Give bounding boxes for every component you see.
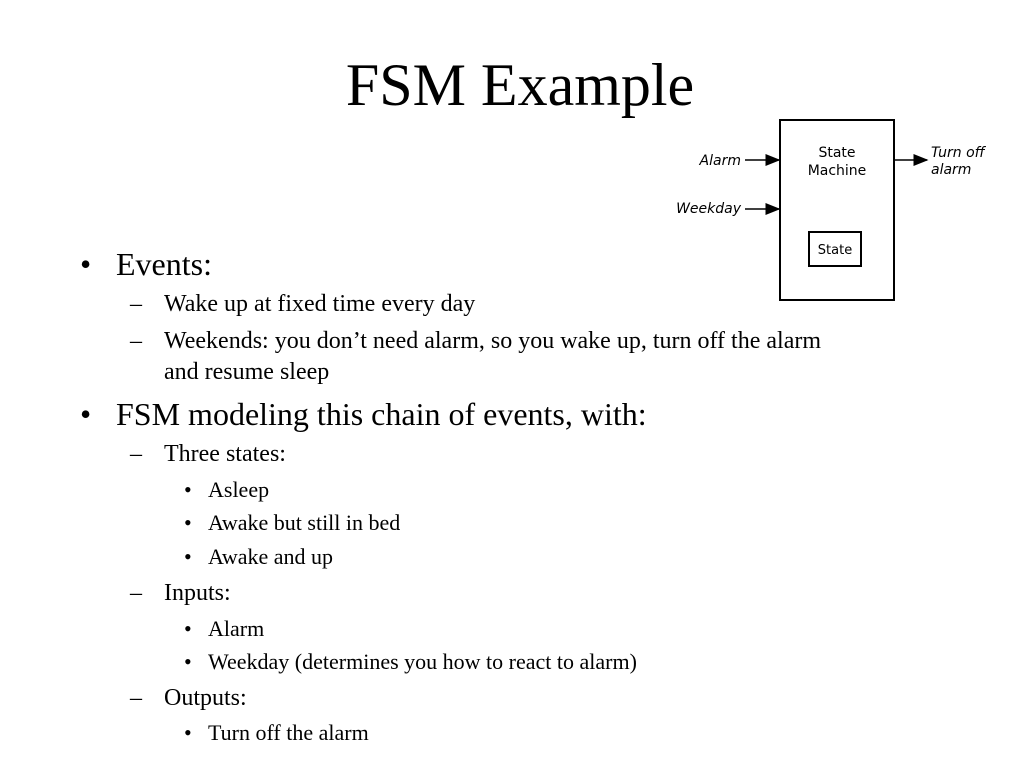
bullet-marker: • [184,544,192,569]
bullet-marker: • [80,396,92,432]
bullet-marker: • [184,616,192,641]
state-register-label: State [818,243,852,258]
bullet-text: Inputs: [164,580,231,606]
dash-marker: – [130,328,142,354]
bullet-text: Alarm [208,616,265,641]
bullet-marker: • [184,649,192,674]
bullet-text: Wake up at fixed time every day [164,291,476,317]
state-machine-diagram: State Machine State Alarm Weekday Turn o… [676,119,987,301]
bullet-text: Turn off the alarm [208,720,369,745]
output-label-line1: Turn off [931,145,987,161]
state-register-box [808,231,862,267]
bullet-text: Weekends: you don’t need alarm, so you w… [164,328,821,354]
slide-title: FSM Example [345,52,695,118]
dash-marker: – [130,685,142,711]
input-alarm-label: Alarm [699,153,741,169]
bullet-text: Weekday (determines you how to react to … [208,649,637,674]
output-label-line2: alarm [931,162,971,178]
state-machine-label-line2: Machine [808,163,867,179]
input-weekday-label: Weekday [676,201,742,217]
dash-marker: – [130,291,142,317]
bullet-text: Three states: [164,441,286,467]
bullet-marker: • [184,477,192,502]
bullet-marker: • [80,246,92,282]
bullet-text: Awake and up [208,544,334,569]
state-machine-label-line1: State [818,145,855,161]
bullet-text: FSM modeling this chain of events, with: [116,396,647,432]
bullet-marker: • [184,510,192,535]
bullet-text: Asleep [208,477,270,502]
dash-marker: – [130,580,142,606]
bullet-text: and resume sleep [164,359,330,385]
bullet-text: Events: [116,246,212,282]
dash-marker: – [130,441,142,467]
bullet-text: Awake but still in bed [208,510,401,535]
state-machine-box [779,119,895,301]
bullet-text: Outputs: [164,685,247,711]
bullet-marker: • [184,720,192,745]
